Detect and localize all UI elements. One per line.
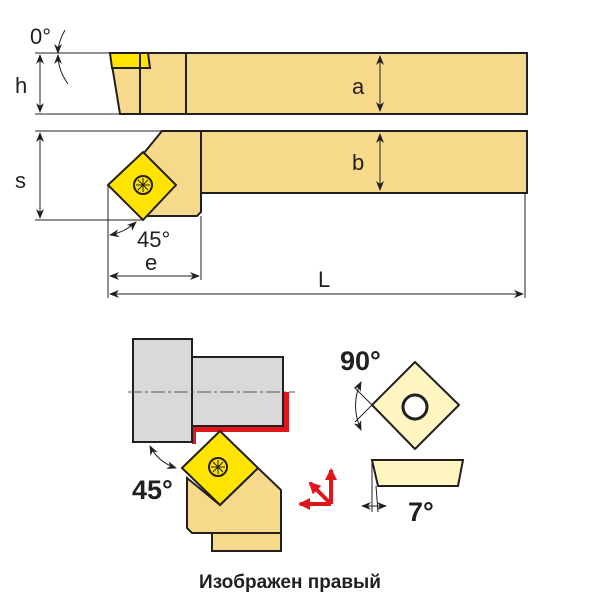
label-45-bottom: 45° [132,475,173,505]
label-7: 7° [408,497,434,527]
label-s: s [15,168,26,193]
label-a: a [352,74,365,99]
feed-direction-arrows-icon [298,468,337,510]
angle-45-plan: 45° [109,221,170,252]
dimension-b: b [352,133,384,191]
dimension-a: a [352,55,384,112]
dimension-e-L: e L [107,185,526,298]
holder-plan-view [106,130,528,222]
label-45-top: 45° [137,227,170,252]
insert-detail: 90° 7° [340,346,465,527]
caption: Изображен правый [199,572,381,593]
label-angle-zero: 0° [30,24,51,49]
label-L: L [318,267,330,292]
label-e: e [145,250,157,275]
holder-side-view [108,52,528,115]
insert-hole [401,393,429,421]
label-90: 90° [340,346,381,376]
insert-side [108,52,152,69]
label-b: b [352,150,364,175]
dimension-s: s [15,130,162,221]
tool-application: 45° [132,429,282,552]
label-h: h [15,73,27,98]
dimension-h: h 0° [15,24,120,115]
workpiece [128,338,295,444]
